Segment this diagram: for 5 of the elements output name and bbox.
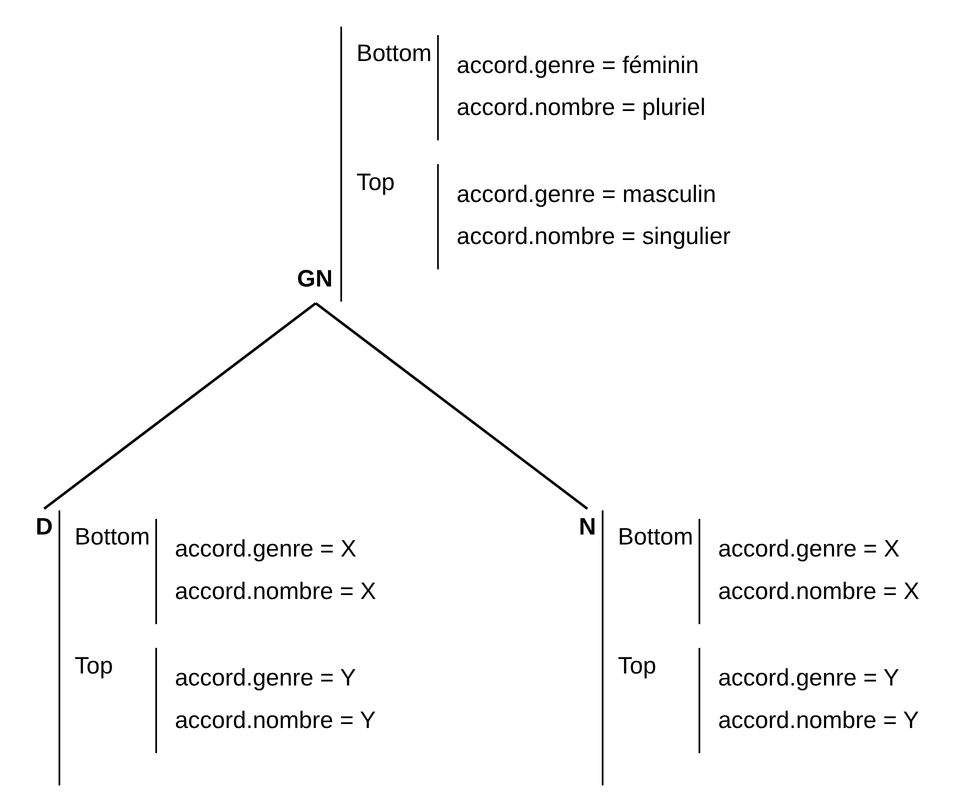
node-text: GN Bottom accord.genre = féminin accord.nombre = pluriel Top accord.genre = masculin accord.nombre = singulier [297,39,731,292]
node-text: N Bottom accord.genre = X accord.nombre = X Top accord.genre = Y accord.nombre = Y [578,513,920,734]
connector [314,302,588,510]
node-text: D Bottom accord.genre = X accord.nombre = X Top accord.genre = Y accord.nombre = Y [36,513,376,734]
connector [43,302,316,510]
